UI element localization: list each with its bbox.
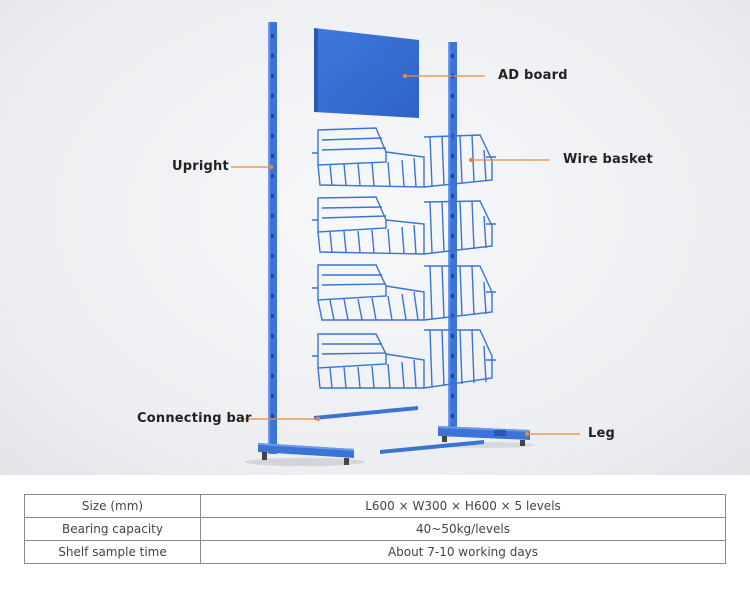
display-rack-drawing (231, 22, 580, 466)
callout-wire-basket: Wire basket (563, 152, 653, 167)
connecting-bar-leader-dot (315, 416, 321, 422)
wire-basket-level-1 (312, 127, 496, 188)
leg-leader-dot (524, 431, 530, 437)
spec-label: Size (mm) (24, 494, 201, 518)
connecting-bars (314, 406, 484, 454)
callout-leader-lines (231, 75, 580, 435)
right-upright (448, 42, 457, 434)
spec-value: About 7-10 working days (200, 540, 726, 564)
callout-upright: Upright (172, 159, 229, 174)
wire-basket-level-2 (312, 196, 496, 255)
wire-baskets (312, 127, 496, 389)
callout-connecting-bar: Connecting bar (137, 411, 252, 426)
table-row: Size (mm) L600 × W300 × H600 × 5 levels (24, 494, 726, 518)
left-upright (268, 22, 277, 454)
ad-board (314, 28, 419, 118)
product-illustration: AD board Upright Wire basket Connecting … (0, 0, 750, 475)
callout-leg: Leg (588, 426, 616, 441)
wire-basket-level-4 (312, 329, 496, 389)
spec-label: Shelf sample time (24, 540, 201, 564)
callout-ad-board: AD board (498, 68, 568, 83)
left-leg (258, 443, 354, 465)
spec-label: Bearing capacity (24, 517, 201, 541)
wire-basket-level-3 (312, 264, 496, 321)
spec-value: L600 × W300 × H600 × 5 levels (200, 494, 726, 518)
table-row: Bearing capacity 40~50kg/levels (24, 517, 726, 541)
upright-leader-dot (268, 164, 274, 170)
floor-shadow (245, 458, 365, 466)
ad-board-leader-dot (402, 73, 408, 79)
spec-table: Size (mm) L600 × W300 × H600 × 5 levels … (24, 494, 726, 564)
right-leg (438, 426, 530, 446)
wire-basket-leader-dot (468, 157, 474, 163)
table-row: Shelf sample time About 7-10 working day… (24, 540, 726, 564)
spec-value: 40~50kg/levels (200, 517, 726, 541)
